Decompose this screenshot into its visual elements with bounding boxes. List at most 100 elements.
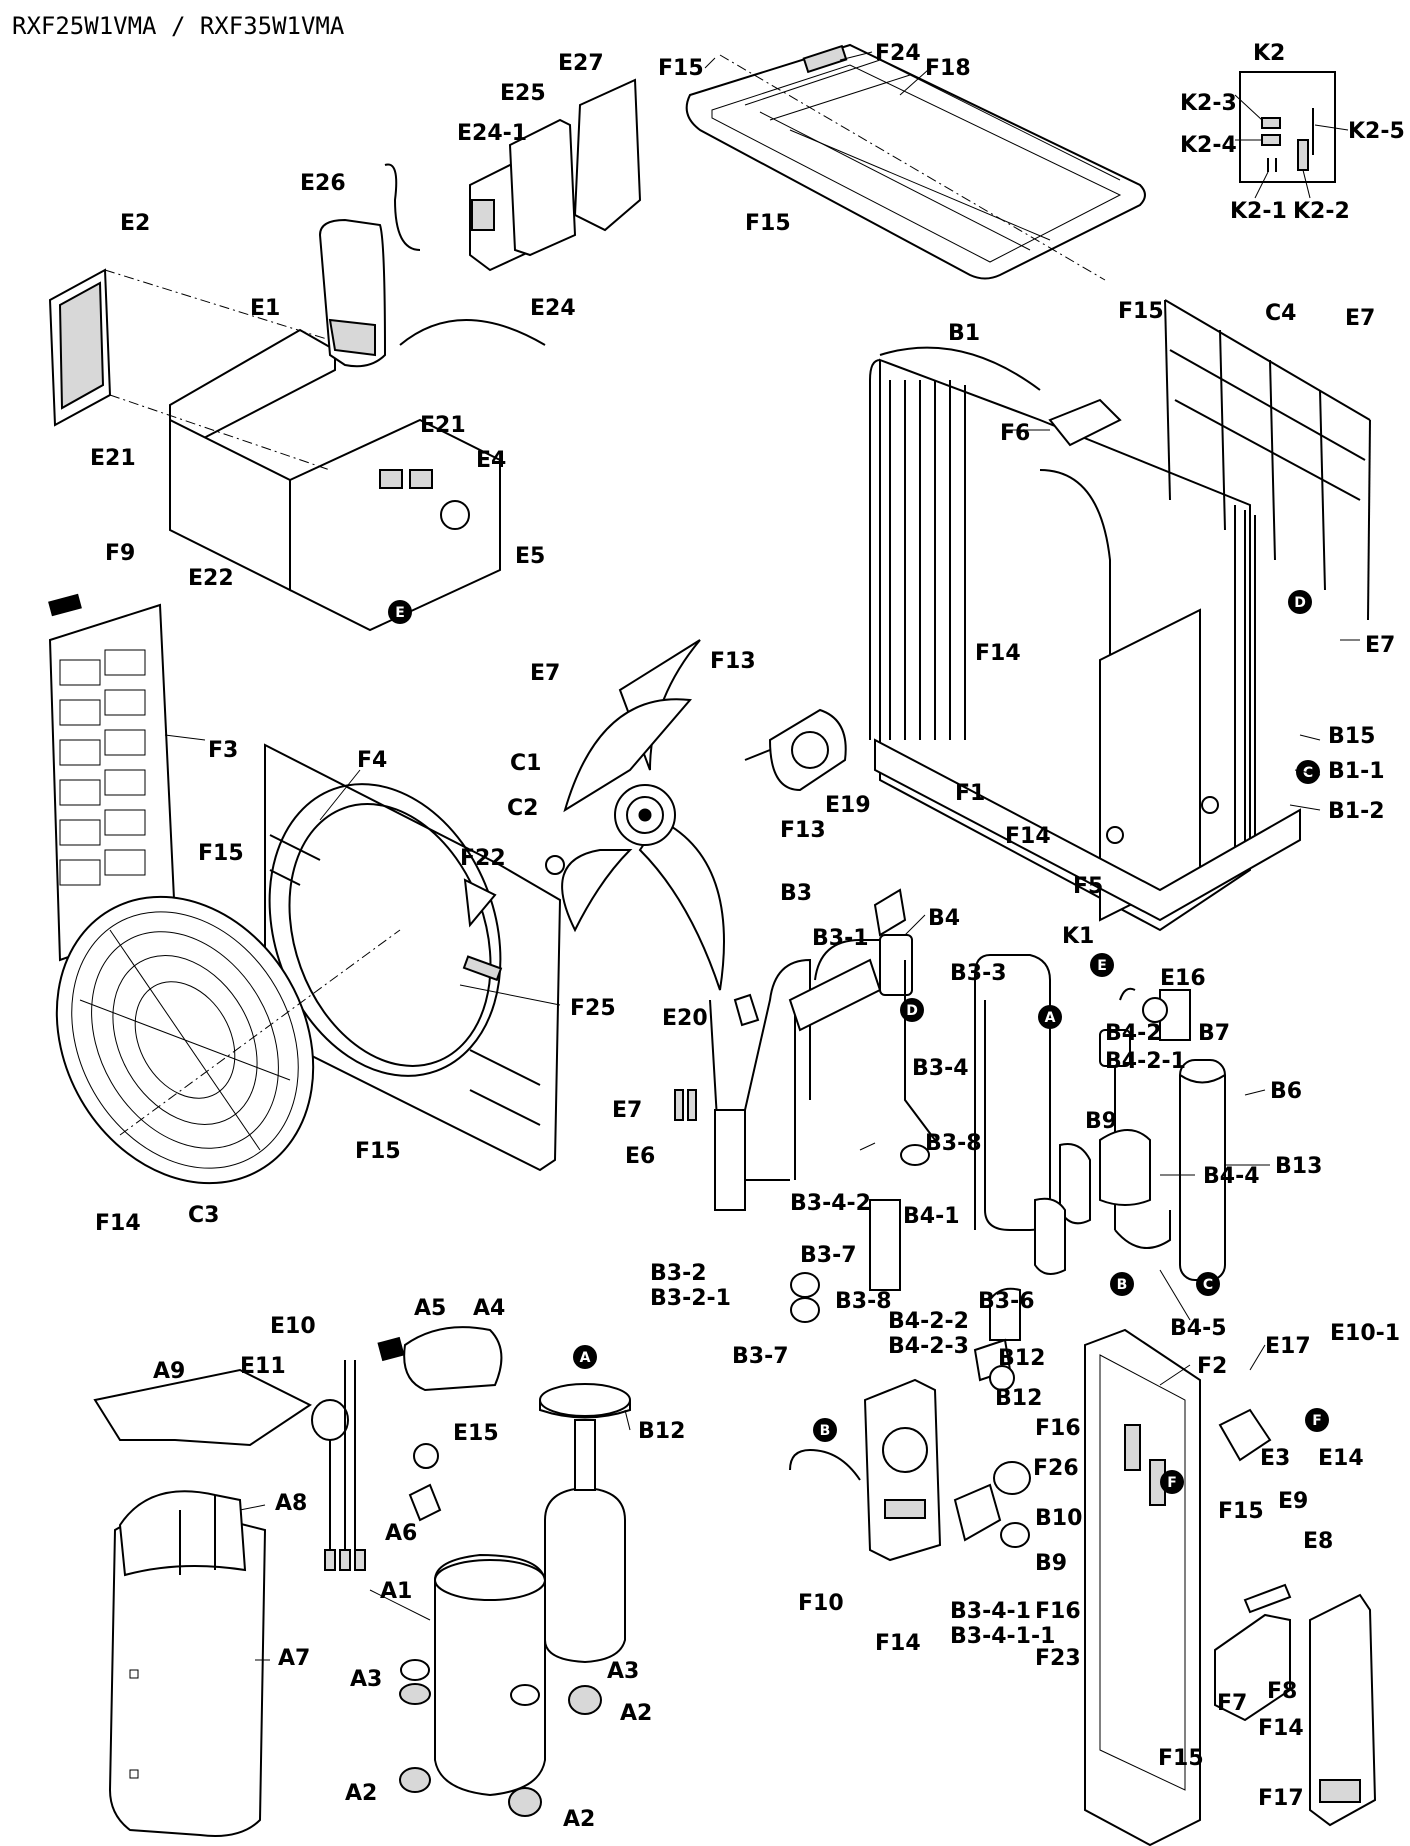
marker-d-1: D <box>1288 590 1312 614</box>
label-b3-3: B3-3 <box>950 961 1007 986</box>
label-b6: B9 <box>1035 1551 1067 1576</box>
label-b3-7-b: B3-8 <box>835 1289 892 1314</box>
label-a8: A8 <box>275 1491 307 1516</box>
model-title: RXF25W1VMA / RXF35W1VMA <box>12 12 345 40</box>
marker-a-1-letter: A <box>1045 1010 1056 1026</box>
label-f14-d: F14 <box>875 1631 921 1656</box>
label-a3-a: A3 <box>350 1667 382 1692</box>
marker-e-1: E <box>388 600 412 624</box>
label-b3-2-1: B3-2-1 <box>650 1286 731 1311</box>
label-e9: E9 <box>1278 1489 1308 1514</box>
label-k2-3: K2-3 <box>1180 91 1237 116</box>
label-f16-a: F16 <box>1035 1416 1081 1441</box>
label-f7: F7 <box>1217 1691 1247 1716</box>
marker-f-2-letter: F <box>1167 1475 1177 1491</box>
label-e10-1: E11 <box>240 1354 286 1379</box>
label-f13-b: F13 <box>780 818 826 843</box>
label-e7-right: E7 <box>1365 633 1395 658</box>
label-e26: E26 <box>300 171 346 196</box>
marker-b-2: B <box>813 1418 837 1442</box>
label-e1: E1 <box>250 296 280 321</box>
label-f14-c: F14 <box>95 1211 141 1236</box>
label-b4-2: B4-2-2 <box>888 1309 969 1334</box>
label-f24: F24 <box>875 41 921 66</box>
label-f1: F1 <box>955 781 985 806</box>
marker-e-2: E <box>1090 953 1114 977</box>
label-a7: A7 <box>278 1646 310 1671</box>
label-b3-9: B4-1 <box>903 1204 960 1229</box>
marker-e-1-letter: E <box>395 605 405 621</box>
valve-bracket-drawing <box>789 1338 1031 1562</box>
label-f26: F26 <box>1033 1456 1079 1481</box>
wire-harness-drawing <box>311 1360 366 1571</box>
label-f25: F25 <box>570 996 616 1021</box>
label-e11: E10-1 <box>1330 1321 1400 1346</box>
marker-b-1: B <box>1110 1272 1134 1296</box>
label-e19-a: E21 <box>420 413 466 438</box>
label-f16-b: F16 <box>1035 1599 1081 1624</box>
label-b3-4-1-1: B3-4-1-1 <box>950 1624 1055 1649</box>
label-a2-a: A2 <box>620 1701 652 1726</box>
kit-k2-drawing <box>1239 71 1336 183</box>
label-a5: A5 <box>414 1296 446 1321</box>
label-b7: B10 <box>1035 1506 1082 1531</box>
label-b1: B1 <box>948 321 980 346</box>
label-b3-5: B3-6 <box>978 1289 1035 1314</box>
label-b3-7-a: B3-8 <box>925 1131 982 1156</box>
leader-lines <box>164 51 1360 1661</box>
label-b4-4: B7 <box>1198 1021 1230 1046</box>
label-a1: A1 <box>380 1579 412 1604</box>
label-e3: E2 <box>120 211 150 236</box>
marker-b-2-letter: B <box>820 1423 831 1439</box>
label-e24: E24 <box>530 296 576 321</box>
label-b15: B15 <box>1328 724 1375 749</box>
label-e2: E4 <box>476 448 506 473</box>
marker-a-1: A <box>1038 1005 1062 1029</box>
label-c4: C3 <box>188 1203 219 1228</box>
label-b3-2: B3-2 <box>650 1261 707 1286</box>
label-k2-2: K2-2 <box>1293 199 1350 224</box>
label-k2: K2 <box>1253 41 1285 66</box>
casing-body-drawing <box>869 346 1301 932</box>
label-f17: F18 <box>925 56 971 81</box>
label-f23: F23 <box>1035 1646 1081 1671</box>
top-panel-drawing <box>685 43 1146 281</box>
label-f2: F2 <box>1197 1354 1227 1379</box>
label-e5: E5 <box>515 544 545 569</box>
label-e4: E3 <box>1260 1446 1290 1471</box>
label-b4-2-1: B4-2-3 <box>888 1334 969 1359</box>
label-k1: K1 <box>1062 924 1094 949</box>
label-e8: E8 <box>1303 1529 1333 1554</box>
marker-f-1-letter: F <box>1312 1413 1322 1429</box>
service-panel-drawing <box>1084 1328 1377 1846</box>
label-a2-c: A2 <box>563 1807 595 1832</box>
piping-b3-drawing <box>674 888 1051 1341</box>
label-e20: E22 <box>188 566 234 591</box>
label-f14-e: F14 <box>1258 1716 1304 1741</box>
piping-b4-drawing <box>1034 987 1226 1281</box>
label-b4-2-3: B4-5 <box>1170 1316 1227 1341</box>
label-f5: F5 <box>1073 874 1103 899</box>
label-e10: E10 <box>270 1314 316 1339</box>
label-c1: C1 <box>510 751 541 776</box>
label-e27: E27 <box>558 51 604 76</box>
label-c2: C2 <box>507 796 538 821</box>
marker-c-1: C <box>1296 760 1320 784</box>
marker-d-2: D <box>900 998 924 1022</box>
label-a2-b: A2 <box>345 1781 377 1806</box>
label-f15-bottom: F15 <box>355 1139 401 1164</box>
label-e7-left: E7 <box>530 661 560 686</box>
label-f10: F10 <box>798 1591 844 1616</box>
marker-c-2: C <box>1196 1272 1220 1296</box>
fan-guard-drawing <box>55 895 401 1185</box>
label-b3-4-2: B3-4-2 <box>790 1191 871 1216</box>
label-f22: F17 <box>1258 1786 1304 1811</box>
label-c3: C4 <box>1265 301 1296 326</box>
label-e15: E15 <box>453 1421 499 1446</box>
label-e14: E16 <box>1160 966 1206 991</box>
label-b3: B3 <box>780 881 812 906</box>
label-e19-b: E21 <box>90 446 136 471</box>
label-b3-6-b: B3-7 <box>732 1344 789 1369</box>
marker-c-2-letter: C <box>1203 1277 1213 1293</box>
